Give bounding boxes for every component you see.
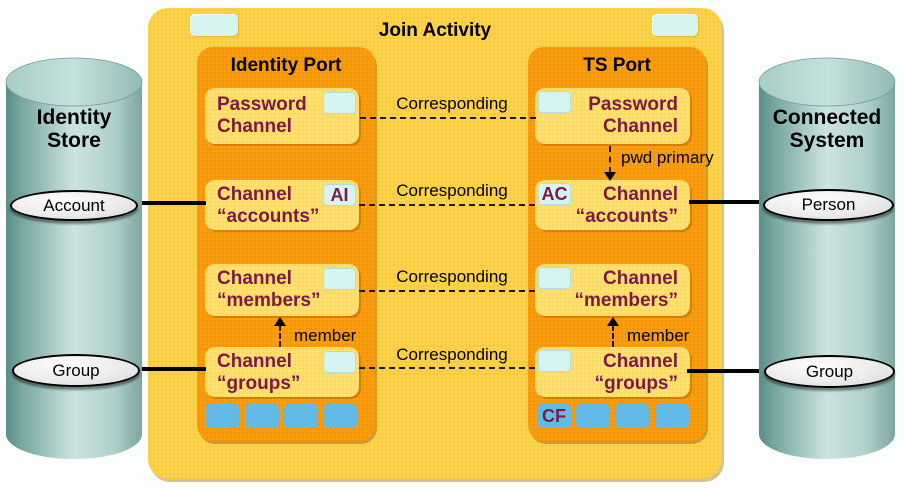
channel-label-line1: Channel <box>217 268 292 289</box>
corresponding-link-password <box>360 117 536 119</box>
identity-accounts-channel: Channel “accounts” AI <box>205 180 359 230</box>
identity-members-channel: Channel “members” <box>205 264 359 316</box>
group-connector-line-left <box>128 367 206 371</box>
person-entity-oval: Person <box>763 189 894 221</box>
channel-label: Channel “members” <box>205 264 359 316</box>
corresponding-link-members <box>359 290 535 292</box>
channel-label: Channel “accounts” <box>205 180 359 230</box>
channel-label-line1: Channel <box>603 268 678 289</box>
ts-accounts-channel: Channel “accounts” AC <box>535 180 690 230</box>
diagram-title: Join Activity <box>378 20 492 41</box>
status-square <box>205 404 239 428</box>
channel-label: Channel “members” <box>535 264 690 316</box>
status-square <box>615 404 649 428</box>
account-connector-line <box>128 201 206 205</box>
identity-port: Identity Port Password Channel Channel “… <box>197 47 375 441</box>
groups-endpoint-chip <box>323 351 356 373</box>
container-port-chip-left <box>190 14 238 36</box>
pwd-primary-label: pwd primary <box>621 148 714 167</box>
connected-system-label: Connected System <box>772 106 882 152</box>
channel-label-line2: Channel <box>603 116 678 137</box>
ts-members-channel: Channel “members” <box>535 264 690 316</box>
channel-label-line1: Channel <box>217 184 292 205</box>
identity-port-title: Identity Port <box>230 55 342 76</box>
ac-badge: AC <box>538 183 571 205</box>
member-link-left <box>279 325 281 347</box>
identity-password-channel: Password Channel <box>205 88 359 144</box>
channel-label-line1: Channel <box>603 351 678 372</box>
password-endpoint-chip <box>538 91 571 113</box>
group-entity-oval-right: Group <box>764 355 895 388</box>
ts-groups-channel: Channel “groups” <box>535 347 690 397</box>
person-connector-line <box>689 200 772 204</box>
member-arrowhead-icon <box>607 317 619 326</box>
status-square <box>655 404 689 428</box>
channel-label-line2: “groups” <box>217 373 301 394</box>
status-square <box>245 404 279 428</box>
channel-label: Channel “accounts” <box>535 180 690 230</box>
channel-label-line2: “members” <box>574 290 679 311</box>
group-connector-line-right <box>687 369 772 373</box>
member-link-right <box>612 325 614 347</box>
identity-store-label: Identity Store <box>36 106 112 152</box>
groups-endpoint-chip <box>538 350 571 372</box>
channel-label-line2: Channel <box>217 116 292 137</box>
channel-label: Password Channel <box>535 88 690 144</box>
channel-label-line2: “accounts” <box>575 206 678 227</box>
members-endpoint-chip <box>538 267 571 289</box>
password-endpoint-chip <box>323 92 356 114</box>
channel-label-line2: “accounts” <box>217 206 320 227</box>
member-label-left: member <box>294 326 357 345</box>
channel-label-line1: Channel <box>217 351 292 372</box>
join-activity-container: Join Activity Identity Port Password Cha… <box>148 8 722 479</box>
channel-label-line1: Password <box>217 94 307 115</box>
container-port-chip-right <box>652 14 698 36</box>
ts-password-channel: Password Channel <box>535 88 690 144</box>
corresponding-label-groups: Corresponding <box>396 345 508 364</box>
ts-port: TS Port Password Channel Channel “accoun… <box>528 47 706 441</box>
channel-label-line2: “members” <box>217 290 321 311</box>
channel-label: Password Channel <box>205 88 359 144</box>
channel-label: Channel “groups” <box>535 347 690 397</box>
pwd-primary-arrowhead-icon <box>604 172 616 181</box>
group-entity-oval-left: Group <box>12 354 140 387</box>
ts-port-title: TS Port <box>583 55 651 76</box>
status-square <box>576 404 610 428</box>
channel-label-line2: “groups” <box>594 373 678 394</box>
corresponding-label-password: Corresponding <box>396 94 508 113</box>
status-square <box>323 404 357 428</box>
account-entity-oval: Account <box>10 190 138 221</box>
corresponding-link-groups <box>359 367 535 369</box>
member-label-right: member <box>627 326 690 345</box>
corresponding-label-members: Corresponding <box>396 267 508 286</box>
channel-label-line1: Channel <box>603 184 678 205</box>
status-square <box>284 404 318 428</box>
corresponding-label-accounts: Corresponding <box>396 181 508 200</box>
members-endpoint-chip <box>323 268 356 290</box>
ai-badge: AI <box>323 184 356 206</box>
member-arrowhead-icon <box>274 317 286 326</box>
identity-groups-channel: Channel “groups” <box>205 347 359 397</box>
pwd-primary-link <box>609 146 611 173</box>
channel-label: Channel “groups” <box>205 347 359 397</box>
corresponding-link-accounts <box>359 204 535 206</box>
cf-badge: CF <box>537 404 571 428</box>
channel-label-line1: Password <box>588 94 678 115</box>
